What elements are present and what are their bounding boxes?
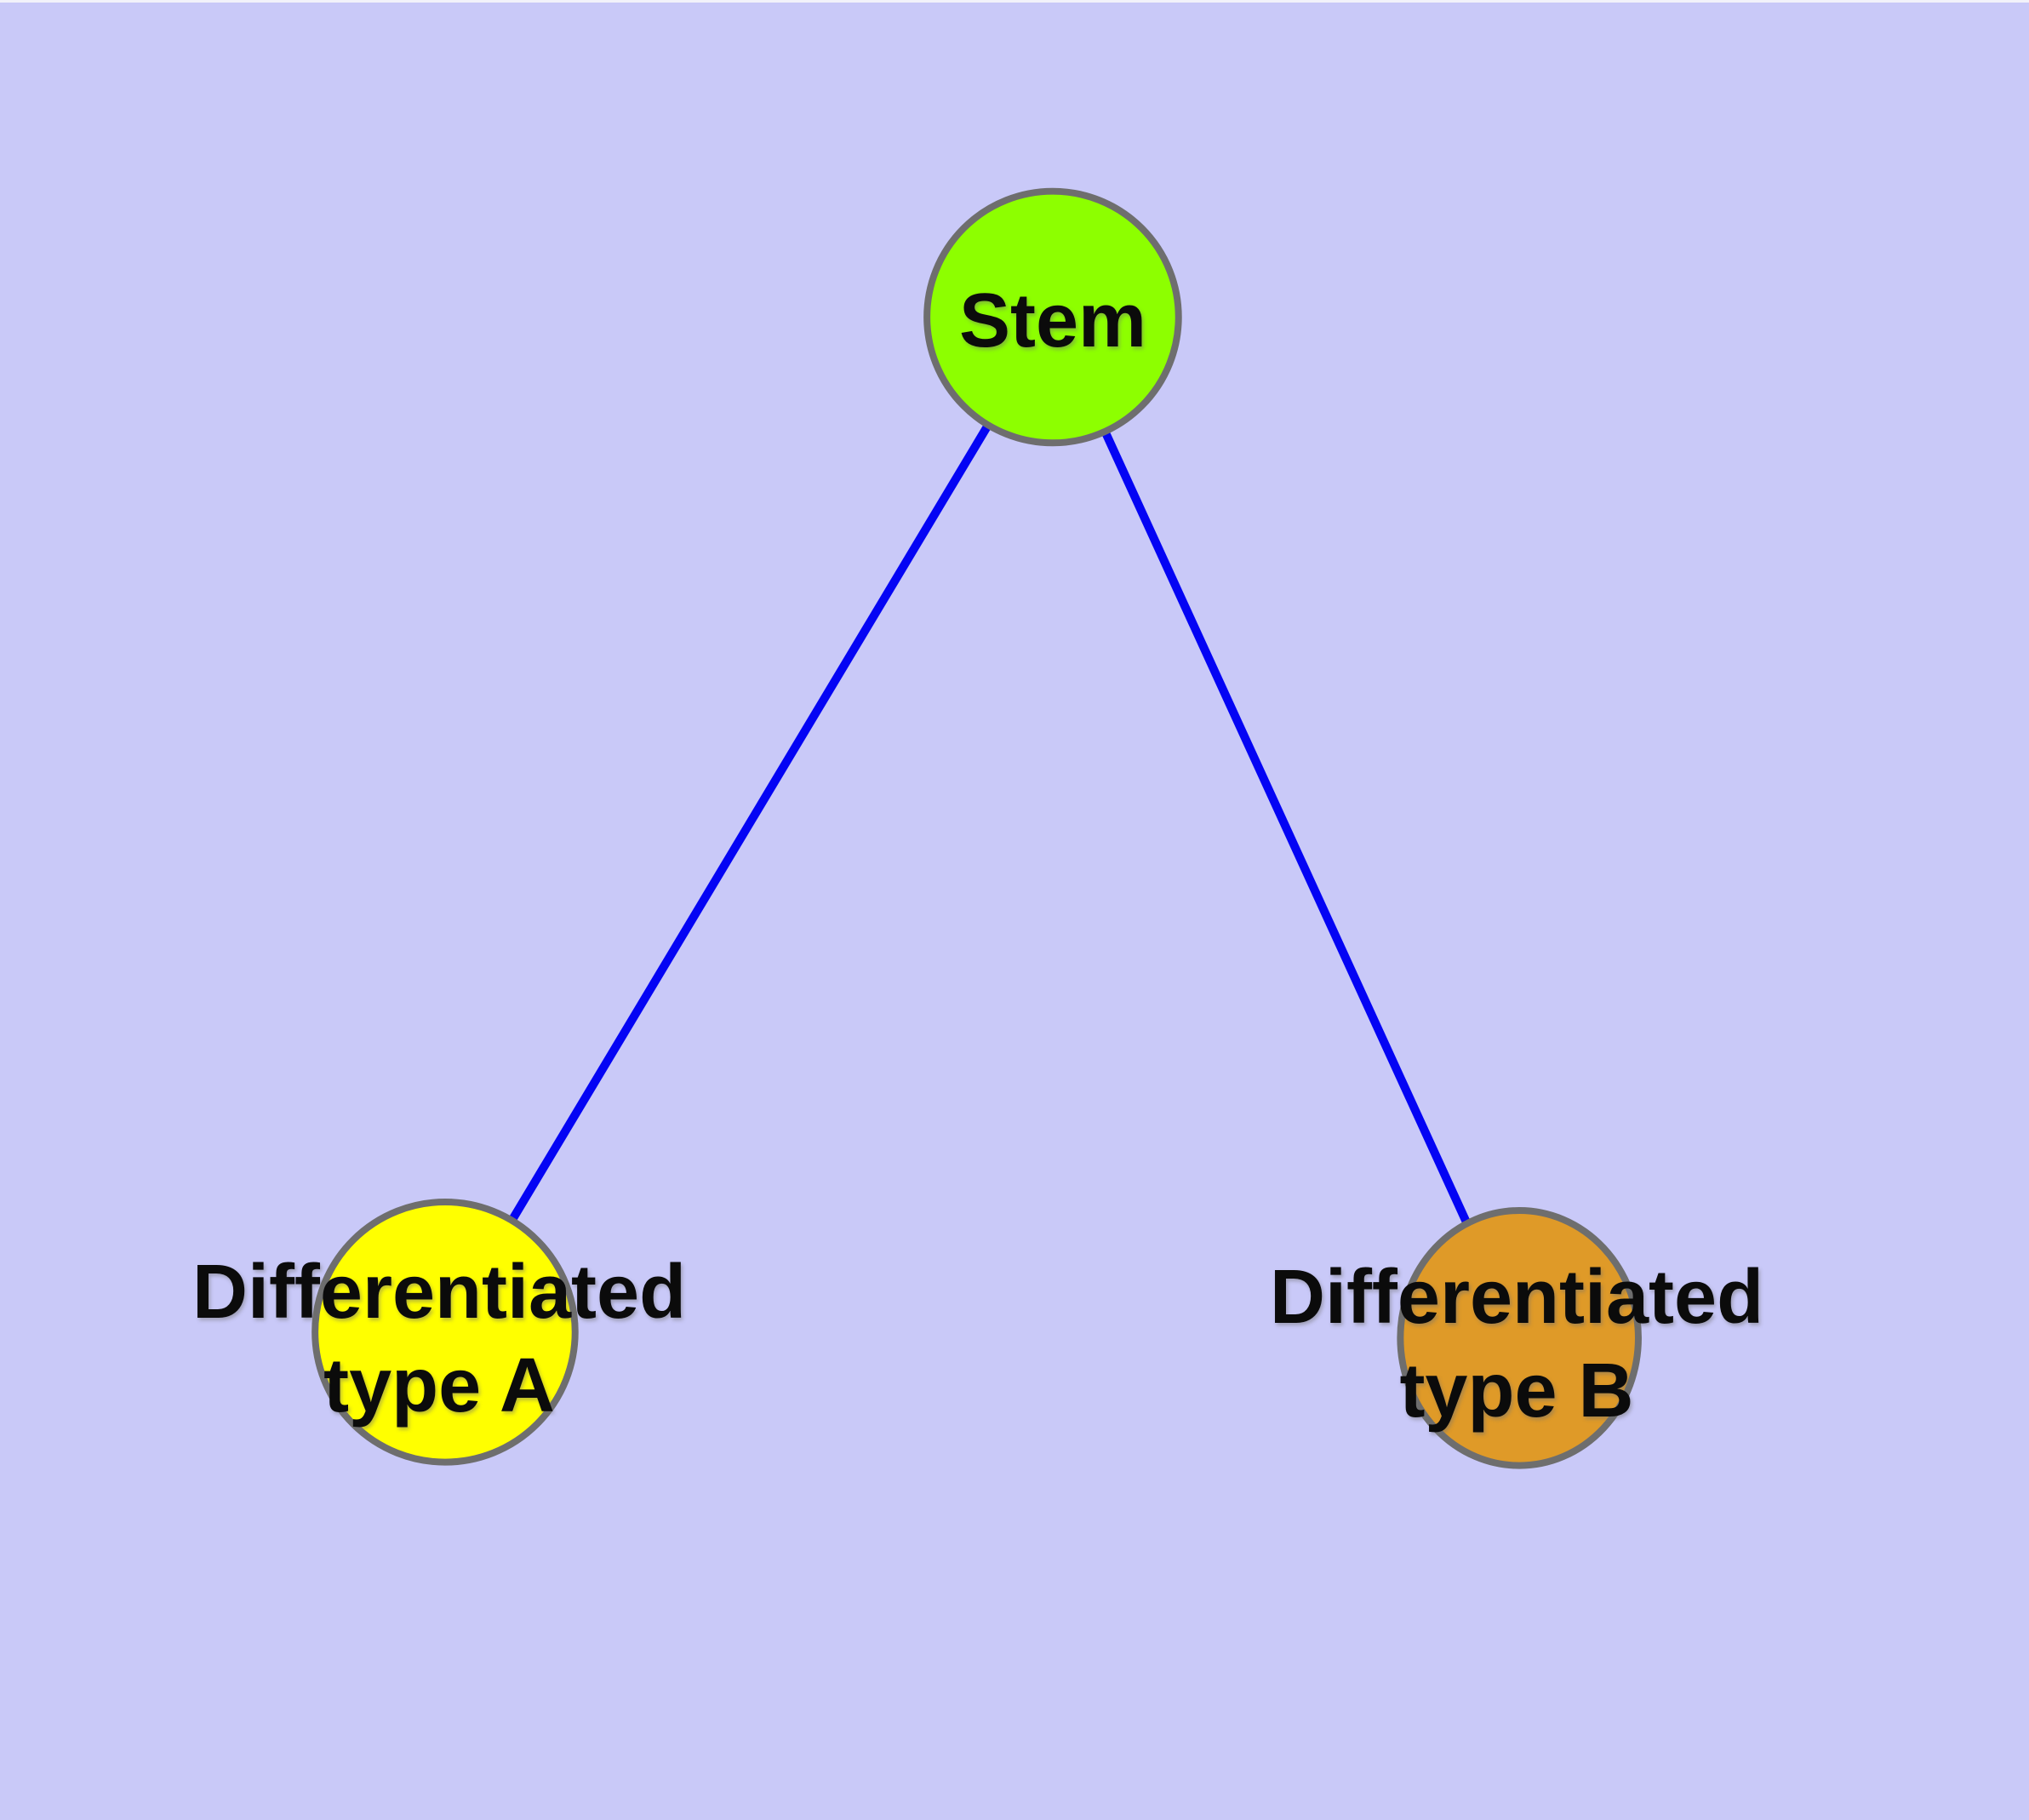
node-type-a[interactable] <box>311 1199 579 1466</box>
graph-svg <box>311 187 1642 1469</box>
edge-stem-to-type-b <box>1049 315 1523 1340</box>
edge-stem-to-type-a <box>441 314 1057 1335</box>
node-type-b[interactable] <box>1397 1207 1642 1469</box>
node-stem[interactable] <box>923 187 1182 447</box>
